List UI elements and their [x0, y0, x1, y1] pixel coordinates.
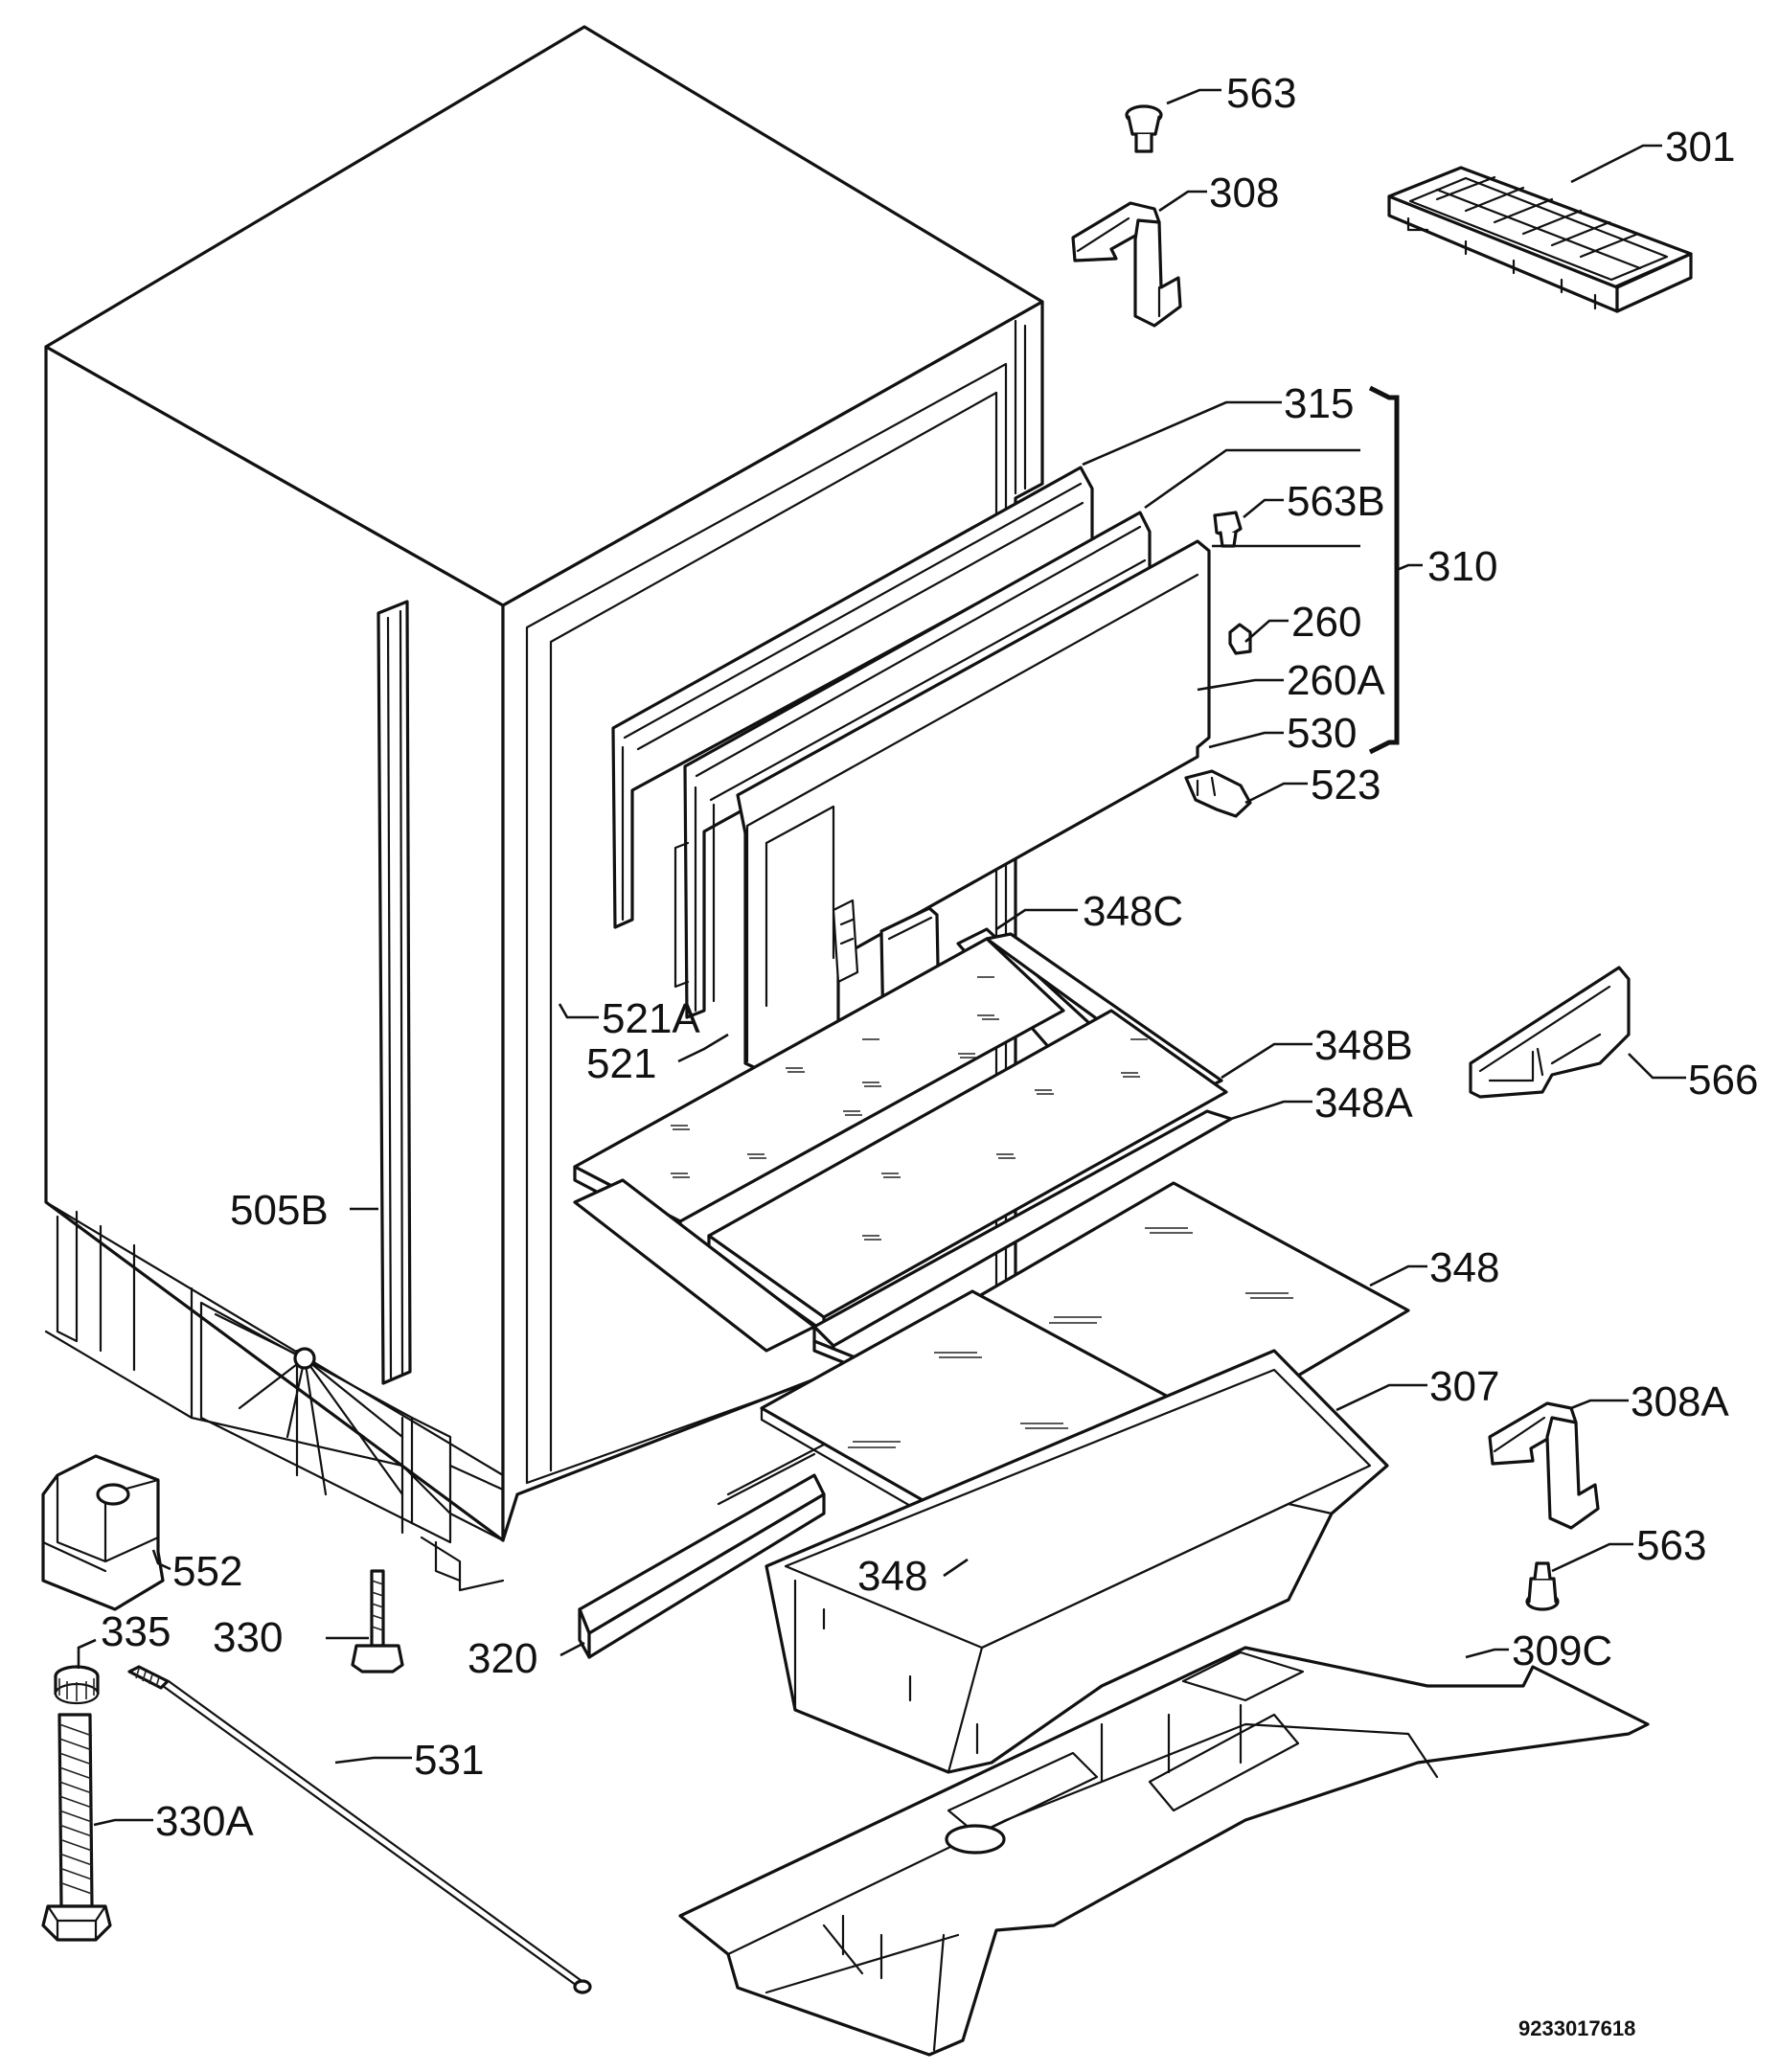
- label-563-top: 563: [1226, 70, 1296, 117]
- label-563-lower: 563: [1636, 1522, 1706, 1569]
- label-521: 521: [586, 1040, 656, 1087]
- label-308a: 308A: [1631, 1378, 1729, 1425]
- part-566: [1469, 966, 1631, 1099]
- drawing-code: 9233017618: [1518, 2016, 1635, 2040]
- bolt-330a: [41, 1713, 112, 1942]
- label-330: 330: [213, 1614, 283, 1661]
- label-563b: 563B: [1287, 478, 1385, 525]
- shelf-hatching: [671, 976, 1148, 1241]
- label-315: 315: [1284, 380, 1354, 427]
- screw-563-lower: [1525, 1561, 1560, 1611]
- screw-563: [1125, 104, 1163, 153]
- leader-lines: [77, 88, 1686, 1827]
- label-320: 320: [468, 1635, 537, 1682]
- label-307: 307: [1429, 1363, 1499, 1410]
- label-552: 552: [172, 1548, 242, 1595]
- label-566: 566: [1688, 1057, 1758, 1104]
- label-348c: 348C: [1083, 888, 1183, 935]
- drawer-307: [764, 1349, 1389, 1774]
- label-348-lower: 348: [857, 1553, 927, 1600]
- label-505b: 505B: [230, 1187, 329, 1234]
- ice-tray-301: [1387, 166, 1693, 313]
- part-260: [1228, 623, 1252, 655]
- hinge-308a: [1488, 1401, 1600, 1530]
- label-301: 301: [1665, 124, 1735, 171]
- rod-531: [127, 1665, 592, 1994]
- label-330a: 330A: [155, 1798, 254, 1845]
- leveling-foot-330: [351, 1569, 404, 1674]
- label-348a: 348A: [1314, 1080, 1413, 1127]
- clip-563b: [1213, 511, 1243, 548]
- label-348-upper: 348: [1429, 1244, 1499, 1291]
- gear-335: [54, 1665, 100, 1705]
- label-531: 531: [414, 1737, 484, 1784]
- label-310: 310: [1427, 543, 1497, 590]
- label-348b: 348B: [1314, 1022, 1413, 1069]
- label-260: 260: [1291, 599, 1361, 646]
- bottom-tray-309c: [678, 1646, 1650, 2057]
- label-521a: 521A: [602, 995, 700, 1042]
- part-523: [1184, 769, 1252, 818]
- door-trim-strip: [377, 600, 412, 1385]
- bar-320: [578, 1443, 826, 1659]
- part-552: [41, 1454, 165, 1611]
- label-309c: 309C: [1512, 1628, 1612, 1674]
- label-260a: 260A: [1287, 657, 1385, 704]
- label-308: 308: [1209, 170, 1279, 216]
- label-335: 335: [101, 1608, 171, 1655]
- label-530: 530: [1287, 710, 1357, 757]
- hinge-308: [1071, 201, 1182, 328]
- label-523: 523: [1311, 762, 1381, 808]
